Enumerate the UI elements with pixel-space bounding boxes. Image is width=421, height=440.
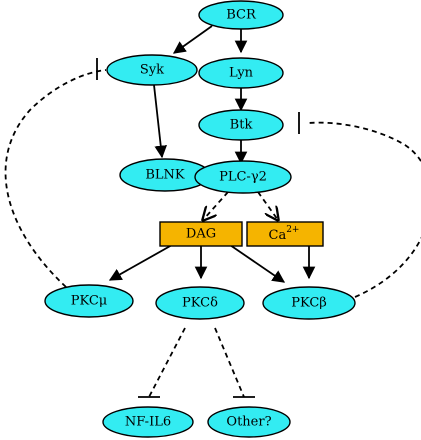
edge-syk-to-blnk (153, 84, 168, 159)
node-pkc-beta: PKCβ (262, 286, 356, 320)
edge-pkc-mu-inhibits-syk (4, 69, 107, 288)
calcium-base: Ca (269, 228, 287, 243)
node-blnk-label: BLNK (145, 168, 185, 183)
node-pkc-mu-label: PKCμ (71, 294, 108, 309)
node-btk-label: Btk (230, 118, 253, 133)
edge-dag-to-pkc-mu (108, 244, 173, 281)
edges (4, 25, 421, 398)
node-bcr: BCR (198, 0, 284, 30)
node-plc-gamma2: PLC-γ2 (194, 160, 292, 194)
edge-bcr-to-syk (172, 25, 213, 54)
edge-plc-to-ca (257, 191, 278, 220)
node-pkc-delta-label: PKCδ (182, 296, 218, 311)
node-pkc-delta: PKCδ (155, 286, 245, 320)
nodes: BCR Syk Lyn Btk BLNK PLC-γ2 DAG (44, 0, 356, 438)
node-pkc-mu: PKCμ (44, 284, 134, 318)
calcium-superscript: 2+ (286, 225, 299, 235)
node-other-label: Other? (226, 415, 271, 430)
node-dag-label: DAG (186, 227, 216, 242)
edge-plc-to-dag (203, 191, 229, 220)
node-nf-il6: NF-IL6 (102, 406, 194, 438)
edge-pkc-delta-inhibits-nf-il6 (148, 327, 186, 398)
node-syk: Syk (106, 54, 198, 86)
node-calcium: Ca2+ (246, 221, 324, 247)
edge-pkc-beta-inhibits-btk (308, 121, 421, 298)
node-lyn: Lyn (198, 57, 284, 89)
node-dag: DAG (159, 221, 243, 247)
node-syk-label: Syk (140, 63, 164, 78)
node-nf-il6-label: NF-IL6 (125, 415, 171, 430)
node-btk: Btk (198, 109, 284, 141)
node-lyn-label: Lyn (229, 66, 254, 81)
edge-pkc-delta-inhibits-other (214, 327, 245, 398)
node-plc-label: PLC-γ2 (219, 170, 267, 185)
node-other: Other? (207, 406, 291, 438)
node-bcr-label: BCR (226, 8, 257, 23)
node-pkc-beta-label: PKCβ (291, 296, 327, 311)
node-calcium-label: Ca2+ (269, 225, 300, 243)
edge-dag-to-pkc-beta (229, 244, 286, 283)
